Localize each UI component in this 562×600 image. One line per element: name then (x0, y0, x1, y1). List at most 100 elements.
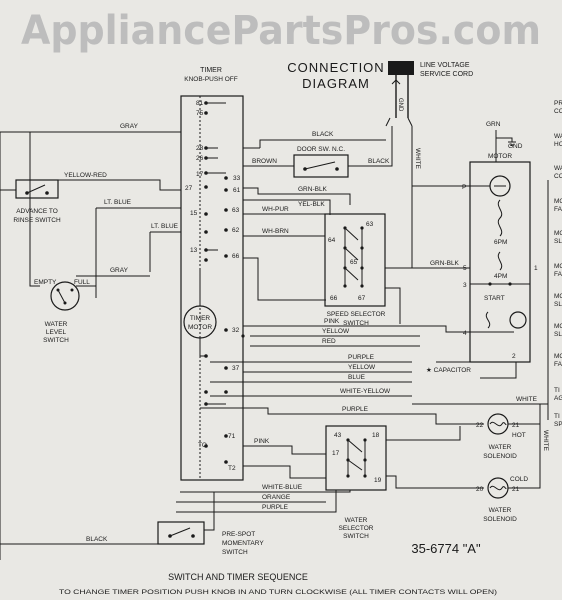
water-selector-label-2: SELECTOR (339, 525, 374, 532)
timer-terminal: 26 (196, 155, 204, 162)
wire-black-top: BLACK (312, 131, 334, 138)
hot-terminal-22: 22 (476, 422, 484, 429)
water-terminal-17: 17 (332, 450, 340, 457)
hot-terminal-21: 21 (512, 422, 520, 429)
wire-purple-middle: PURPLE (348, 354, 375, 361)
line-voltage-label-1: LINE VOLTAGE (420, 62, 470, 69)
wire-red: RED (322, 338, 336, 345)
start-label: START (484, 295, 505, 302)
edge-fragment: MO (554, 323, 562, 330)
right-edge-fragments: PR CO WA HO WA CO MO FA MO SL MO FA MO S… (554, 100, 562, 428)
edge-fragment: SP (554, 421, 562, 428)
wire-gray-lower: GRAY (110, 267, 129, 274)
motor-terminal-p: P (462, 184, 466, 191)
wire-purple-bottom: PURPLE (262, 504, 289, 511)
prespot-label-3: SWITCH (222, 549, 248, 556)
timer-terminal: 61 (233, 187, 241, 194)
cold-solenoid-label-1: WATER (489, 507, 512, 514)
full-label: FULL (74, 279, 90, 286)
water-selector-switch (325, 425, 387, 491)
cold-terminal-21: 21 (512, 486, 520, 493)
wire-yellow-lower: YELLOW (348, 364, 376, 371)
wire-black-bottom: BLACK (86, 536, 108, 543)
water-selector-label-1: WATER (345, 517, 368, 524)
motor-terminal-5: 5 (463, 265, 467, 272)
edge-fragment: CO (554, 173, 562, 180)
wire-lt-blue-1: LT. BLUE (104, 199, 132, 206)
edge-fragment: TI (554, 413, 560, 420)
part-number: 35-6774 "A" (411, 541, 481, 556)
motor-terminal-4: 4 (463, 330, 467, 337)
edge-fragment: HO (554, 141, 562, 148)
edge-fragment: FA (554, 271, 562, 278)
timer-terminal: 15 (190, 210, 198, 217)
timer-terminal: T2 (228, 465, 236, 472)
timer-terminal: 71 (228, 433, 236, 440)
cold-solenoid-label-2: SOLENOID (483, 516, 517, 523)
timer-terminal: 28 (196, 145, 204, 152)
timer-terminal: TO (198, 442, 207, 449)
empty-label: EMPTY (34, 279, 57, 286)
wire-blue: BLUE (348, 374, 366, 381)
wire-pink-middle: PINK (324, 318, 340, 325)
speed-terminal-66: 66 (330, 295, 338, 302)
cold-label: COLD (510, 476, 528, 483)
wire-black-door: BLACK (368, 158, 390, 165)
edge-fragment: FA (554, 206, 562, 213)
edge-fragment: CO (554, 108, 562, 115)
timer-terminals-left: 81 75 28 26 17 27 15 13 TO T2 (185, 100, 236, 472)
speed-terminal-67: 67 (358, 295, 366, 302)
start-switch (509, 311, 527, 329)
edge-fragment: SL (554, 301, 562, 308)
advance-rinse-switch (15, 179, 59, 199)
edge-fragment: WA (554, 165, 562, 172)
edge-fragment: WA (554, 133, 562, 140)
timer-terminal: 17 (196, 171, 204, 178)
speed-terminal-63: 63 (366, 221, 374, 228)
diagram-title: CONNECTION DIAGRAM (287, 60, 383, 91)
wire-grn-blk-1: GRN-BLK (298, 186, 328, 193)
timer-terminal: 66 (232, 253, 240, 260)
wire-orange: ORANGE (262, 494, 291, 501)
timer-terminal: 37 (232, 365, 240, 372)
motor-terminal-3: 3 (463, 282, 467, 289)
service-cord-plug (388, 61, 414, 75)
cold-terminal-20: 20 (476, 486, 484, 493)
grn-label: GRN (486, 121, 501, 128)
edge-fragment: TI (554, 387, 560, 394)
wire-white-right-vertical: WHITE (542, 430, 549, 452)
wire-brown: BROWN (252, 158, 277, 165)
water-level-switch (50, 281, 80, 311)
motor-terminal-1: 1 (534, 265, 538, 272)
wire-wh-pur: WH-PUR (262, 206, 289, 213)
wire-pink-lower: PINK (254, 438, 270, 445)
timer-terminal: 75 (196, 110, 204, 117)
advance-label-1: ADVANCE TO (16, 208, 58, 215)
water-selector-label-3: SWITCH (343, 533, 369, 540)
speed-terminal-65: 65 (350, 259, 358, 266)
timer-terminal: 62 (232, 227, 240, 234)
water-level-label-3: SWITCH (43, 337, 69, 344)
sequence-title: SWITCH AND TIMER SEQUENCE (168, 572, 308, 582)
six-pm-label: 6PM (494, 239, 507, 246)
hot-solenoid-label-2: SOLENOID (483, 453, 517, 460)
speed-selector-label-2: SWITCH (343, 320, 369, 327)
hot-solenoid-label-1: WATER (489, 444, 512, 451)
timer-terminal: 27 (185, 185, 193, 192)
title-line2: DIAGRAM (302, 76, 370, 91)
edge-fragment: MO (554, 198, 562, 205)
prespot-label-1: PRE-SPOT (222, 531, 255, 538)
timer-terminal: 81 (196, 100, 204, 107)
door-switch-label: DOOR SW. N.C. (297, 146, 345, 153)
edge-fragment: SL (554, 331, 562, 338)
four-pm-label: 4PM (494, 273, 507, 280)
wire-gray-top: GRAY (120, 123, 139, 130)
timer-motor-label-2: MOTOR (188, 324, 212, 331)
wire-wh-brn: WH-BRN (262, 228, 289, 235)
speed-selector-label-1: SPEED SELECTOR (327, 311, 386, 318)
watermark: AppliancePartsPros.com (21, 8, 541, 54)
timer-terminal: 32 (232, 327, 240, 334)
prespot-switch (157, 521, 205, 545)
edge-fragment: MO (554, 263, 562, 270)
